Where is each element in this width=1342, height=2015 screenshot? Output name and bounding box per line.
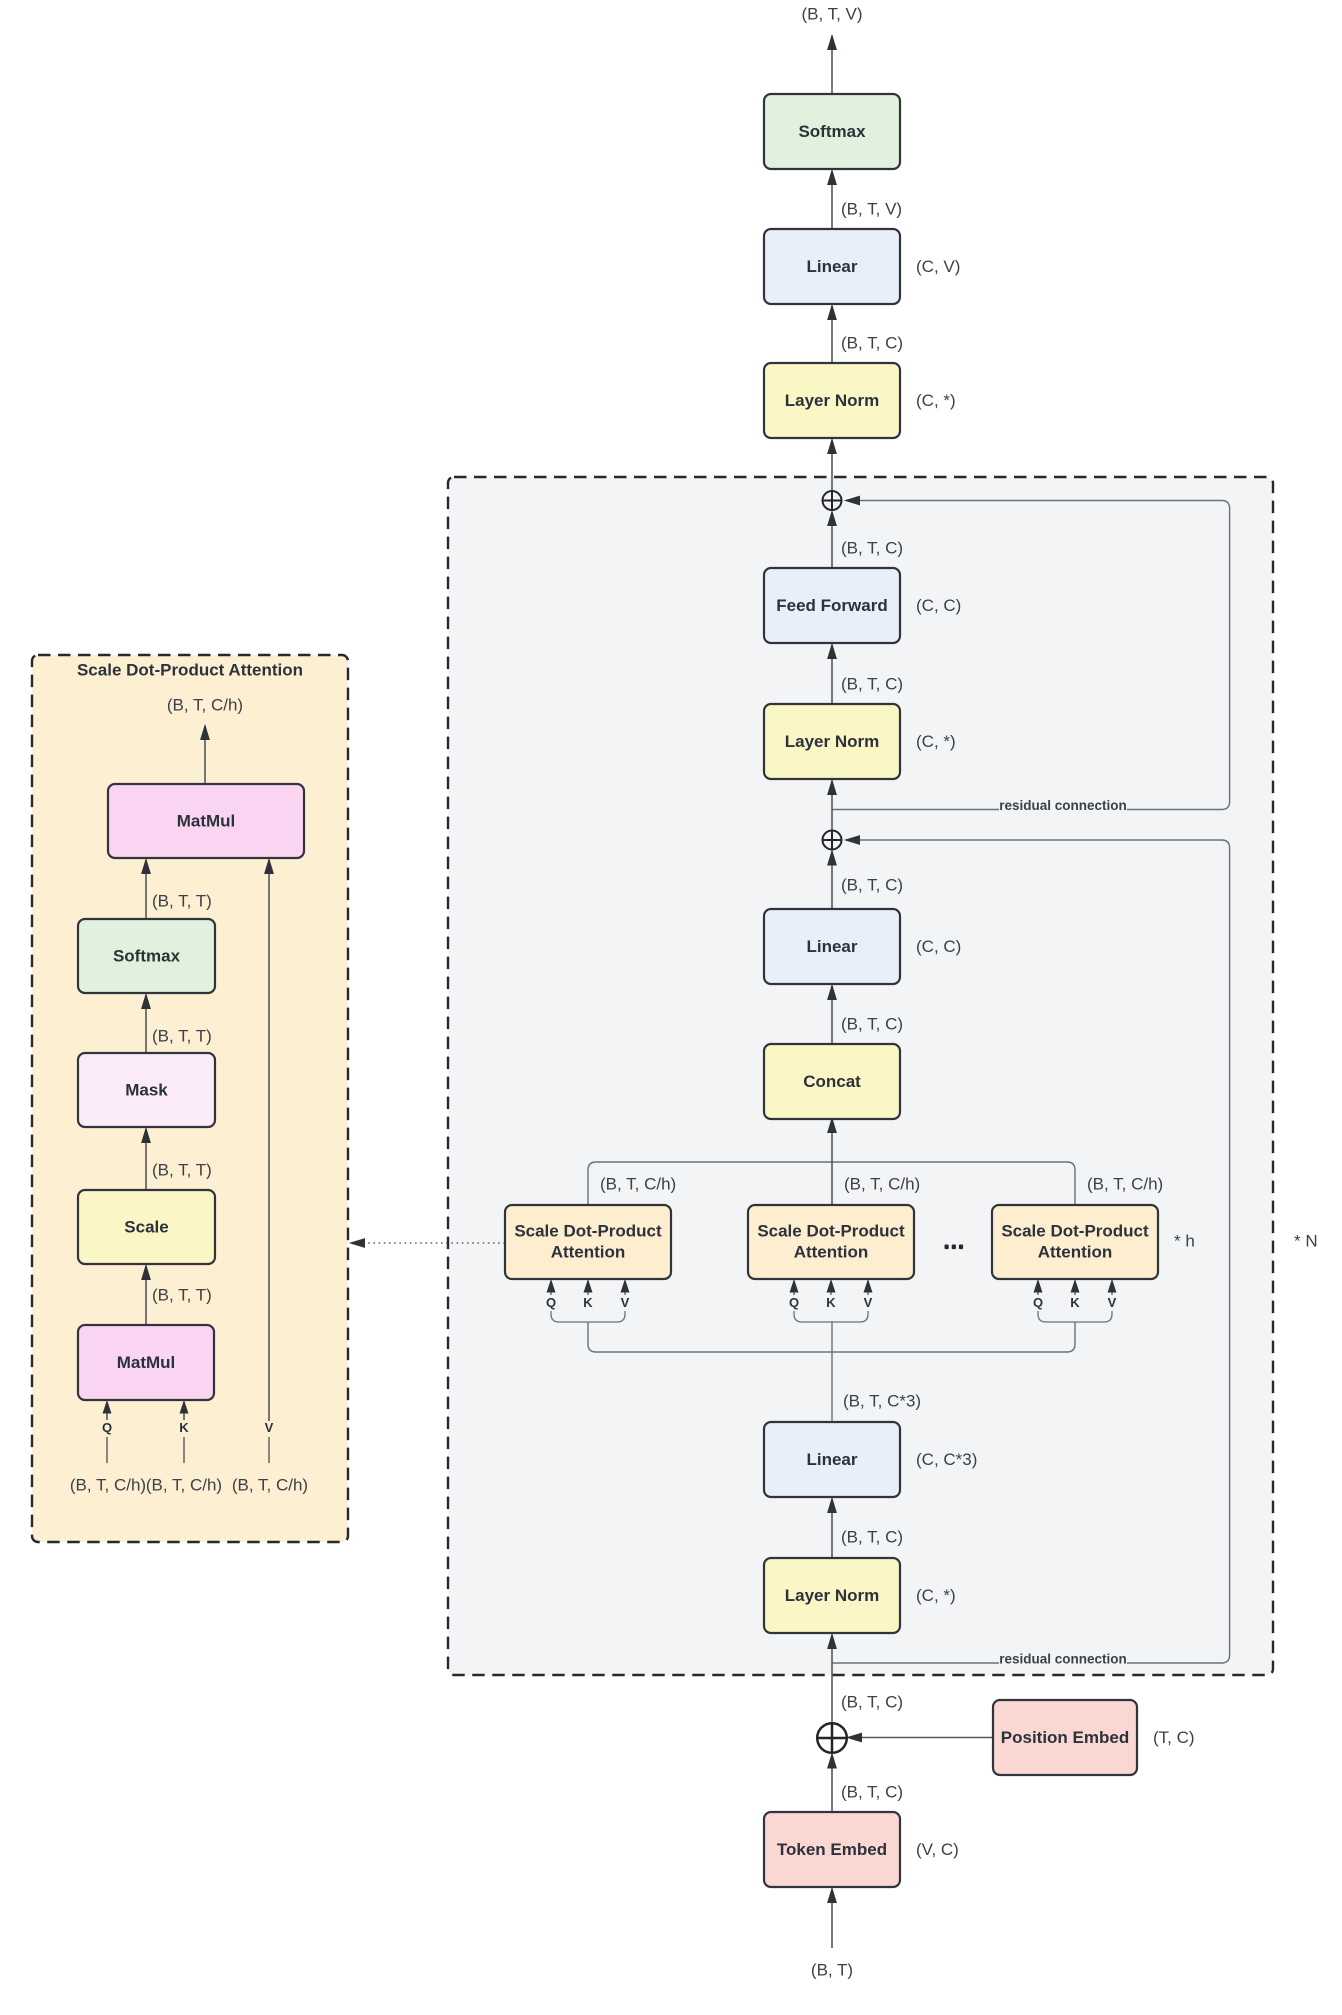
svg-text:(B, T, C): (B, T, C) <box>841 1527 903 1546</box>
svg-text:V: V <box>265 1420 274 1435</box>
svg-text:(B, T, C): (B, T, C) <box>841 674 903 693</box>
svg-text:Concat: Concat <box>803 1072 861 1091</box>
svg-text:Q: Q <box>546 1295 556 1310</box>
svg-text:Softmax: Softmax <box>798 122 866 141</box>
svg-text:V: V <box>1108 1295 1117 1310</box>
svg-text:Linear: Linear <box>806 937 857 956</box>
svg-text:Mask: Mask <box>125 1080 168 1099</box>
svg-text:V: V <box>621 1295 630 1310</box>
svg-text:(B, T, C*3): (B, T, C*3) <box>843 1391 921 1410</box>
svg-text:Scale: Scale <box>124 1217 168 1236</box>
svg-text:(B, T, T): (B, T, T) <box>152 891 212 910</box>
svg-text:* N: * N <box>1294 1231 1318 1250</box>
svg-text:(B, T, C): (B, T, C) <box>841 875 903 894</box>
svg-text:Attention: Attention <box>794 1242 869 1261</box>
svg-text:(B, T, T): (B, T, T) <box>152 1285 212 1304</box>
svg-text:V: V <box>864 1295 873 1310</box>
svg-text:Scale Dot-Product: Scale Dot-Product <box>514 1221 662 1240</box>
svg-text:MatMul: MatMul <box>117 1353 176 1372</box>
svg-text:(C, *): (C, *) <box>916 1586 956 1605</box>
svg-text:(B, T, C): (B, T, C) <box>841 1014 903 1033</box>
svg-text:(B, T, C): (B, T, C) <box>841 538 903 557</box>
svg-text:(C, C*3): (C, C*3) <box>916 1450 977 1469</box>
svg-text:Scale Dot-Product: Scale Dot-Product <box>1001 1221 1149 1240</box>
svg-text:(C, C): (C, C) <box>916 937 961 956</box>
svg-text:K: K <box>583 1295 593 1310</box>
svg-text:(B, T, V): (B, T, V) <box>841 199 902 218</box>
svg-text:(B, T, C/h): (B, T, C/h) <box>844 1174 920 1193</box>
svg-text:(B, T, C/h): (B, T, C/h) <box>1087 1174 1163 1193</box>
svg-text:(T, C): (T, C) <box>1153 1728 1195 1747</box>
svg-text:(B, T, C): (B, T, C) <box>841 1782 903 1801</box>
svg-text:(V, C): (V, C) <box>916 1840 959 1859</box>
svg-text:(B, T, V): (B, T, V) <box>801 4 862 23</box>
svg-text:Q: Q <box>789 1295 799 1310</box>
svg-text:Linear: Linear <box>806 1450 857 1469</box>
svg-text:Attention: Attention <box>551 1242 626 1261</box>
svg-text:(B, T, C): (B, T, C) <box>841 1692 903 1711</box>
svg-text:Q: Q <box>102 1420 112 1435</box>
svg-text:(B, T, C/h): (B, T, C/h) <box>146 1475 222 1494</box>
svg-text:(B, T, C/h): (B, T, C/h) <box>70 1475 146 1494</box>
svg-text:K: K <box>179 1420 189 1435</box>
svg-text:Token Embed: Token Embed <box>777 1840 887 1859</box>
svg-text:residual connection: residual connection <box>999 1652 1127 1667</box>
svg-text:Attention: Attention <box>1038 1242 1113 1261</box>
svg-text:Linear: Linear <box>806 257 857 276</box>
svg-text:(C, *): (C, *) <box>916 391 956 410</box>
svg-text:(C, V): (C, V) <box>916 257 960 276</box>
svg-text:K: K <box>1070 1295 1080 1310</box>
svg-text:MatMul: MatMul <box>177 811 236 830</box>
svg-text:(B, T, T): (B, T, T) <box>152 1026 212 1045</box>
svg-text:(B, T, C): (B, T, C) <box>841 333 903 352</box>
svg-text:Scale Dot-Product: Scale Dot-Product <box>757 1221 905 1240</box>
svg-text:Softmax: Softmax <box>113 946 181 965</box>
svg-text:* h: * h <box>1174 1231 1195 1250</box>
svg-text:(B, T, C/h): (B, T, C/h) <box>232 1475 308 1494</box>
svg-text:residual connection: residual connection <box>999 798 1127 813</box>
svg-text:(B, T): (B, T) <box>811 1960 853 1979</box>
svg-text:(C, *): (C, *) <box>916 732 956 751</box>
svg-text:Q: Q <box>1033 1295 1043 1310</box>
svg-text:(B, T, T): (B, T, T) <box>152 1160 212 1179</box>
svg-text:(B, T, C/h): (B, T, C/h) <box>600 1174 676 1193</box>
svg-text:Scale Dot-Product Attention: Scale Dot-Product Attention <box>77 660 303 679</box>
svg-text:(B, T, C/h): (B, T, C/h) <box>167 695 243 714</box>
svg-text:Feed Forward: Feed Forward <box>776 596 887 615</box>
svg-text:K: K <box>826 1295 836 1310</box>
svg-text:Layer Norm: Layer Norm <box>785 391 879 410</box>
svg-text:Position Embed: Position Embed <box>1001 1728 1129 1747</box>
svg-text:(C, C): (C, C) <box>916 596 961 615</box>
svg-text:Layer Norm: Layer Norm <box>785 732 879 751</box>
svg-text:Layer Norm: Layer Norm <box>785 1586 879 1605</box>
